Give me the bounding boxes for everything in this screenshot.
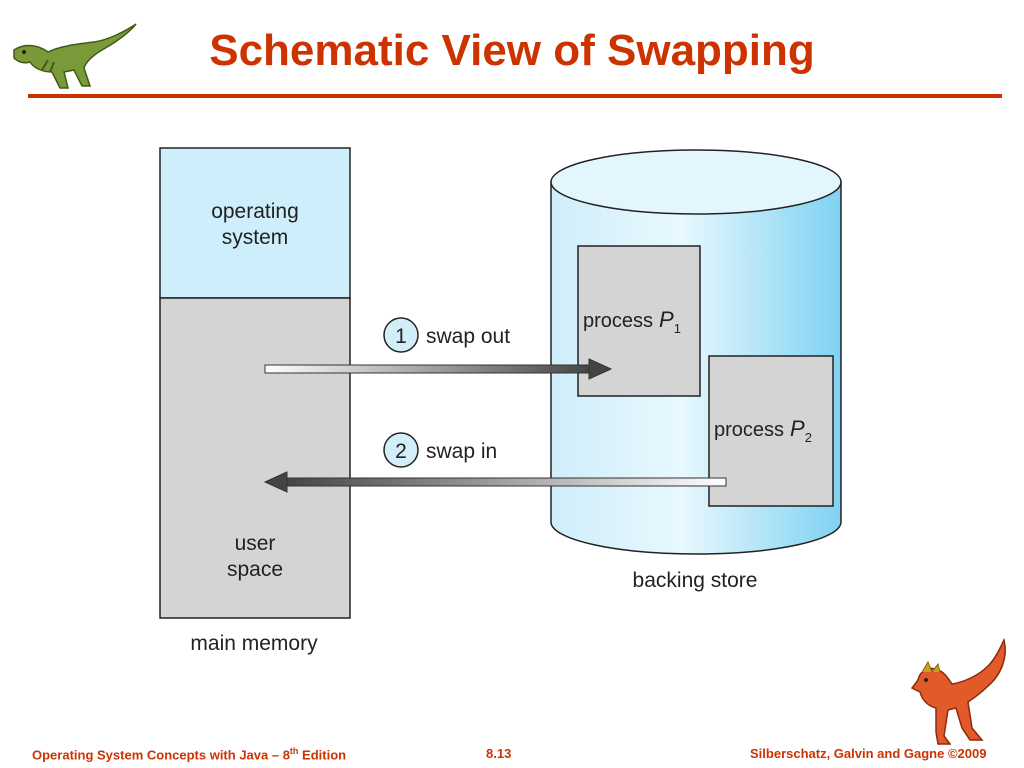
- footer-book-title-sup: th: [289, 746, 299, 756]
- step-1-circle: [383, 317, 419, 353]
- cylinder-top: [550, 149, 842, 215]
- os-label-line2: system: [222, 226, 289, 249]
- footer-book-title: Operating System Concepts with Java – 8t…: [32, 746, 346, 762]
- red-dinosaur-icon: [910, 637, 1006, 745]
- step-2-number: 2: [395, 440, 407, 463]
- title-underline: [28, 94, 1002, 98]
- swap-out-label: swap out: [426, 325, 510, 348]
- footer-copyright: Silberschatz, Galvin and Gagne ©2009: [750, 746, 987, 761]
- step-2-circle: [383, 432, 419, 468]
- footer-book-title-end: Edition: [298, 747, 347, 763]
- backing-store-label: backing store: [633, 569, 758, 592]
- os-region: [159, 147, 351, 299]
- main-memory-label: main memory: [190, 632, 318, 655]
- swap-in-arrow: [263, 471, 727, 493]
- footer-page-number: 8.13: [486, 746, 512, 761]
- swap-in-label: swap in: [426, 440, 497, 463]
- step-1-callout: 1 swap out: [383, 317, 510, 353]
- footer-book-title-main: Operating System Concepts with Java – 8: [32, 747, 290, 763]
- step-2-callout: 2 swap in: [383, 432, 497, 468]
- green-dinosaur-icon: [13, 23, 137, 89]
- step-1-number: 1: [395, 325, 407, 348]
- user-space-label-line2: space: [227, 558, 283, 581]
- swap-out-arrow: [264, 358, 613, 380]
- main-memory: operating system user space main memory: [159, 147, 351, 655]
- os-label-line1: operating: [211, 200, 299, 223]
- user-space-region: [159, 297, 351, 619]
- user-space-label-line1: user: [235, 532, 276, 555]
- slide-title: Schematic View of Swapping: [209, 26, 815, 75]
